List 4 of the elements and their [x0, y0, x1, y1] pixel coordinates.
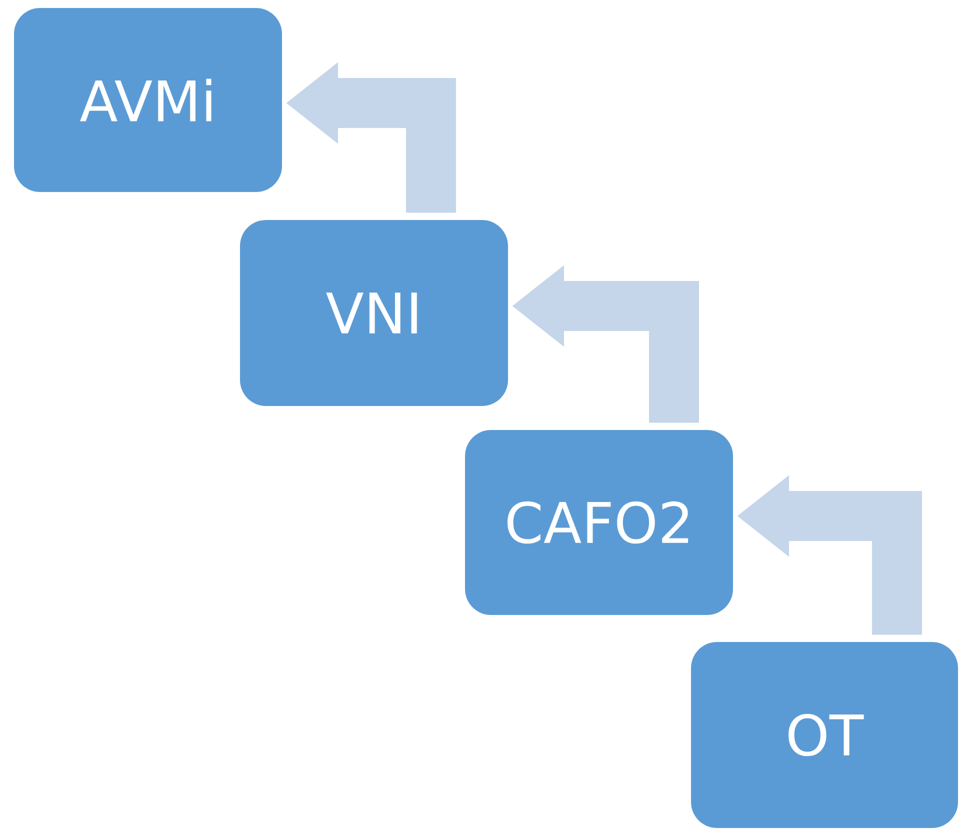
process-box: CAFO2 — [465, 430, 733, 615]
process-box: OT — [691, 642, 958, 828]
process-box: VNI — [240, 220, 508, 406]
process-box: AVMi — [14, 8, 282, 192]
